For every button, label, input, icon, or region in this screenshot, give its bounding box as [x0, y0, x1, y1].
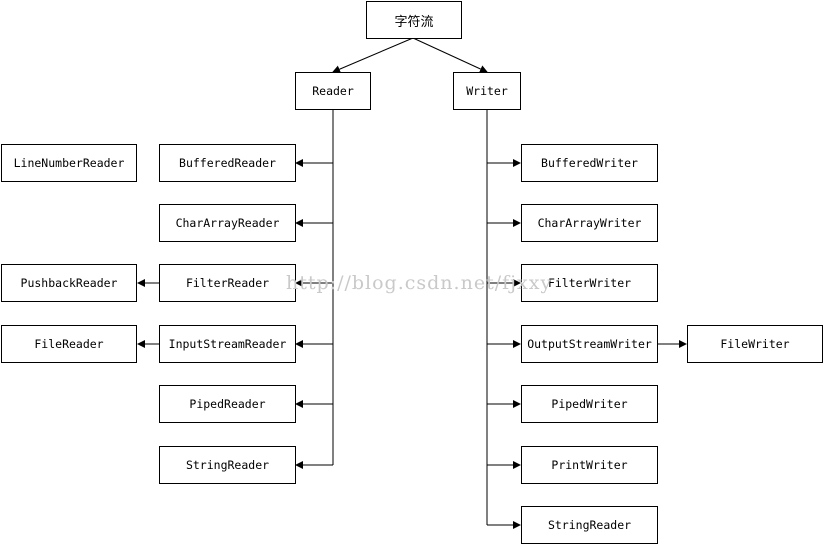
- node-file-reader: FileReader: [1, 325, 137, 363]
- node-inputstream-reader: InputStreamReader: [159, 325, 296, 363]
- node-chararray-writer: CharArrayWriter: [521, 204, 658, 242]
- node-print-writer: PrintWriter: [521, 446, 658, 484]
- node-buffered-writer: BufferedWriter: [521, 144, 658, 182]
- node-piped-reader: PipedReader: [159, 385, 296, 423]
- node-string-reader-writer-side: StringReader: [521, 506, 658, 544]
- node-root: 字符流: [366, 1, 462, 39]
- node-string-reader: StringReader: [159, 446, 296, 484]
- node-filter-reader: FilterReader: [159, 264, 296, 302]
- edge-root-reader: [332, 37, 414, 73]
- node-linenumber-reader: LineNumberReader: [1, 144, 137, 182]
- node-writer: Writer: [453, 72, 521, 110]
- node-file-writer: FileWriter: [687, 325, 823, 363]
- node-chararray-reader: CharArrayReader: [159, 204, 296, 242]
- edge-root-writer: [412, 37, 488, 73]
- node-piped-writer: PipedWriter: [521, 385, 658, 423]
- node-pushback-reader: PushbackReader: [1, 264, 137, 302]
- node-outputstream-writer: OutputStreamWriter: [521, 325, 658, 363]
- node-filter-writer: FilterWriter: [521, 264, 658, 302]
- node-reader: Reader: [295, 72, 371, 110]
- node-buffered-reader: BufferedReader: [159, 144, 296, 182]
